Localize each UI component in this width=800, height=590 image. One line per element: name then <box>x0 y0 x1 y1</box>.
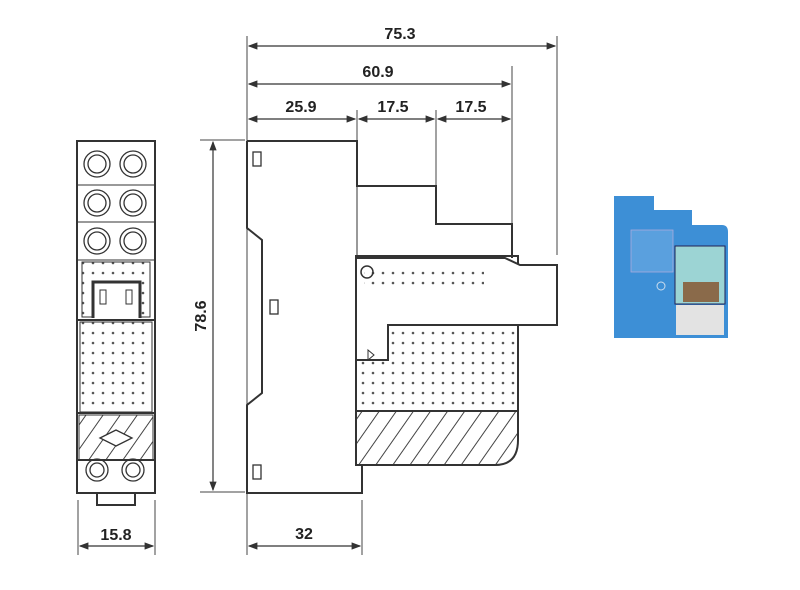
side-view <box>246 140 558 494</box>
dim-body-depth: 60.9 <box>362 64 393 81</box>
dim-base-depth: 32 <box>295 526 313 543</box>
dim-width: 15.8 <box>100 527 131 544</box>
front-view <box>76 140 156 506</box>
dim-height: 78.6 <box>193 300 210 331</box>
dim-step-1: 25.9 <box>285 99 316 116</box>
product-photo <box>614 196 728 338</box>
dim-overall-depth: 75.3 <box>384 26 415 43</box>
dim-step-2: 17.5 <box>377 99 408 116</box>
dim-step-3: 17.5 <box>455 99 486 116</box>
